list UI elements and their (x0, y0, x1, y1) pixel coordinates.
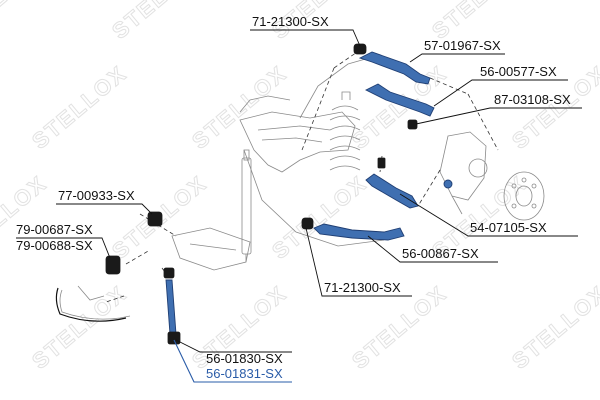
bushing-77-00933 (147, 211, 163, 227)
part-label-56-01831: 56-01831-SX (206, 366, 283, 381)
wheel-stud (511, 203, 517, 209)
strut-top (341, 91, 351, 100)
body-contour (243, 149, 385, 247)
watermark-layer: STELLOX STELLOX STELLOX STELLOX STELLOX STELL… (0, 0, 600, 374)
stabilizer-link-56-01830 (165, 279, 177, 335)
part-label-79-00688: 79-00688-SX (16, 238, 93, 253)
arm-rib (189, 243, 237, 251)
stabilizer-link-bottom-joint (167, 331, 181, 345)
hub-bearing (468, 158, 488, 178)
wheel-stud (521, 177, 527, 183)
wheel-stud (531, 183, 537, 189)
leader-line-57-01967 (409, 53, 505, 63)
part-label-79-00687: 79-00687-SX (16, 222, 93, 237)
guide-line (125, 249, 151, 265)
toe-link-bolt (377, 157, 386, 169)
knuckle-bushing (443, 179, 453, 189)
upper-control-arm-57-01967 (358, 51, 431, 85)
part-label-77-00933: 77-00933-SX (58, 188, 135, 203)
leader-line-56-00577 (433, 79, 568, 107)
leader-line-56-00867 (367, 235, 498, 263)
leader-line-71-21300-top (250, 29, 361, 47)
stabilizer-mount (77, 285, 105, 301)
leader-line-56-01831 (173, 339, 292, 383)
watermark-text: STELLOX (187, 60, 292, 153)
stabilizer-bar-sketch (59, 289, 131, 320)
watermark-text: STELLOX (0, 0, 52, 44)
watermark-text: STELLOX (107, 0, 212, 44)
link-56-00577 (364, 83, 435, 117)
part-label-54-07105: 54-07105-SX (470, 220, 547, 235)
leader-line-87-03108 (415, 107, 582, 125)
part-label-71-21300-top: 71-21300-SX (252, 14, 329, 29)
watermark-text: STELLOX (27, 280, 132, 373)
leader-line-71-21300-lower (305, 227, 412, 297)
watermark-text: STELLOX (27, 60, 132, 153)
subframe-line (261, 137, 323, 143)
knuckle-arm (451, 195, 463, 215)
leader-lines (16, 29, 582, 353)
leader-line-77-00933 (56, 203, 153, 215)
subframe-outline (239, 111, 356, 173)
guide-line (333, 49, 361, 69)
wheel-stud (511, 183, 517, 189)
coil-spring (329, 135, 361, 141)
guide-line (105, 295, 125, 303)
lateral-arm-56-00867 (313, 223, 405, 241)
knuckle (439, 131, 487, 201)
shock-rod (243, 149, 250, 161)
subframe-line (257, 125, 331, 131)
part-label-57-01967: 57-01967-SX (424, 38, 501, 53)
leader-line-56-01830 (175, 339, 292, 353)
wheel-hub (503, 171, 545, 221)
leader-line-54-07105 (399, 193, 578, 237)
part-label-56-00867: 56-00867-SX (402, 246, 479, 261)
toe-link-54-07105 (365, 173, 419, 209)
coil-spring (329, 115, 361, 121)
coil-spring (329, 125, 361, 131)
lower-control-arm (171, 227, 251, 271)
wheel-stud (531, 203, 537, 209)
shock-absorber (241, 157, 252, 255)
body-contour (239, 95, 291, 113)
coil-spring (329, 145, 361, 151)
part-label-87-03108: 87-03108-SX (494, 92, 571, 107)
watermark-text: STELLOX (347, 60, 452, 153)
bushing-87-03108 (407, 119, 418, 130)
coil-spring (331, 105, 359, 111)
body-contour (299, 55, 377, 119)
coil-spring (329, 155, 361, 161)
bushing-79-00687 (105, 255, 121, 275)
part-label-71-21300-lower: 71-21300-SX (324, 280, 401, 295)
coil-spring (329, 165, 361, 171)
guide-line (467, 93, 499, 151)
watermark-text: STELLOX (267, 170, 372, 263)
part-label-56-00577: 56-00577-SX (480, 64, 557, 79)
watermark-text: STELLOX (507, 280, 600, 373)
part-label-56-01830: 56-01830-SX (206, 351, 283, 366)
bushing-71-21300-top (353, 43, 367, 55)
hub-center (515, 185, 533, 207)
suspension-sketch (59, 55, 545, 320)
leader-line-79-00687 (16, 237, 111, 259)
bushing-71-21300-lower (301, 217, 314, 230)
leader-line-highlight (173, 339, 292, 383)
guide-line (301, 67, 335, 151)
guide-line (417, 169, 441, 207)
stabilizer-bar (55, 287, 127, 322)
stabilizer-link-top-joint (163, 267, 175, 279)
